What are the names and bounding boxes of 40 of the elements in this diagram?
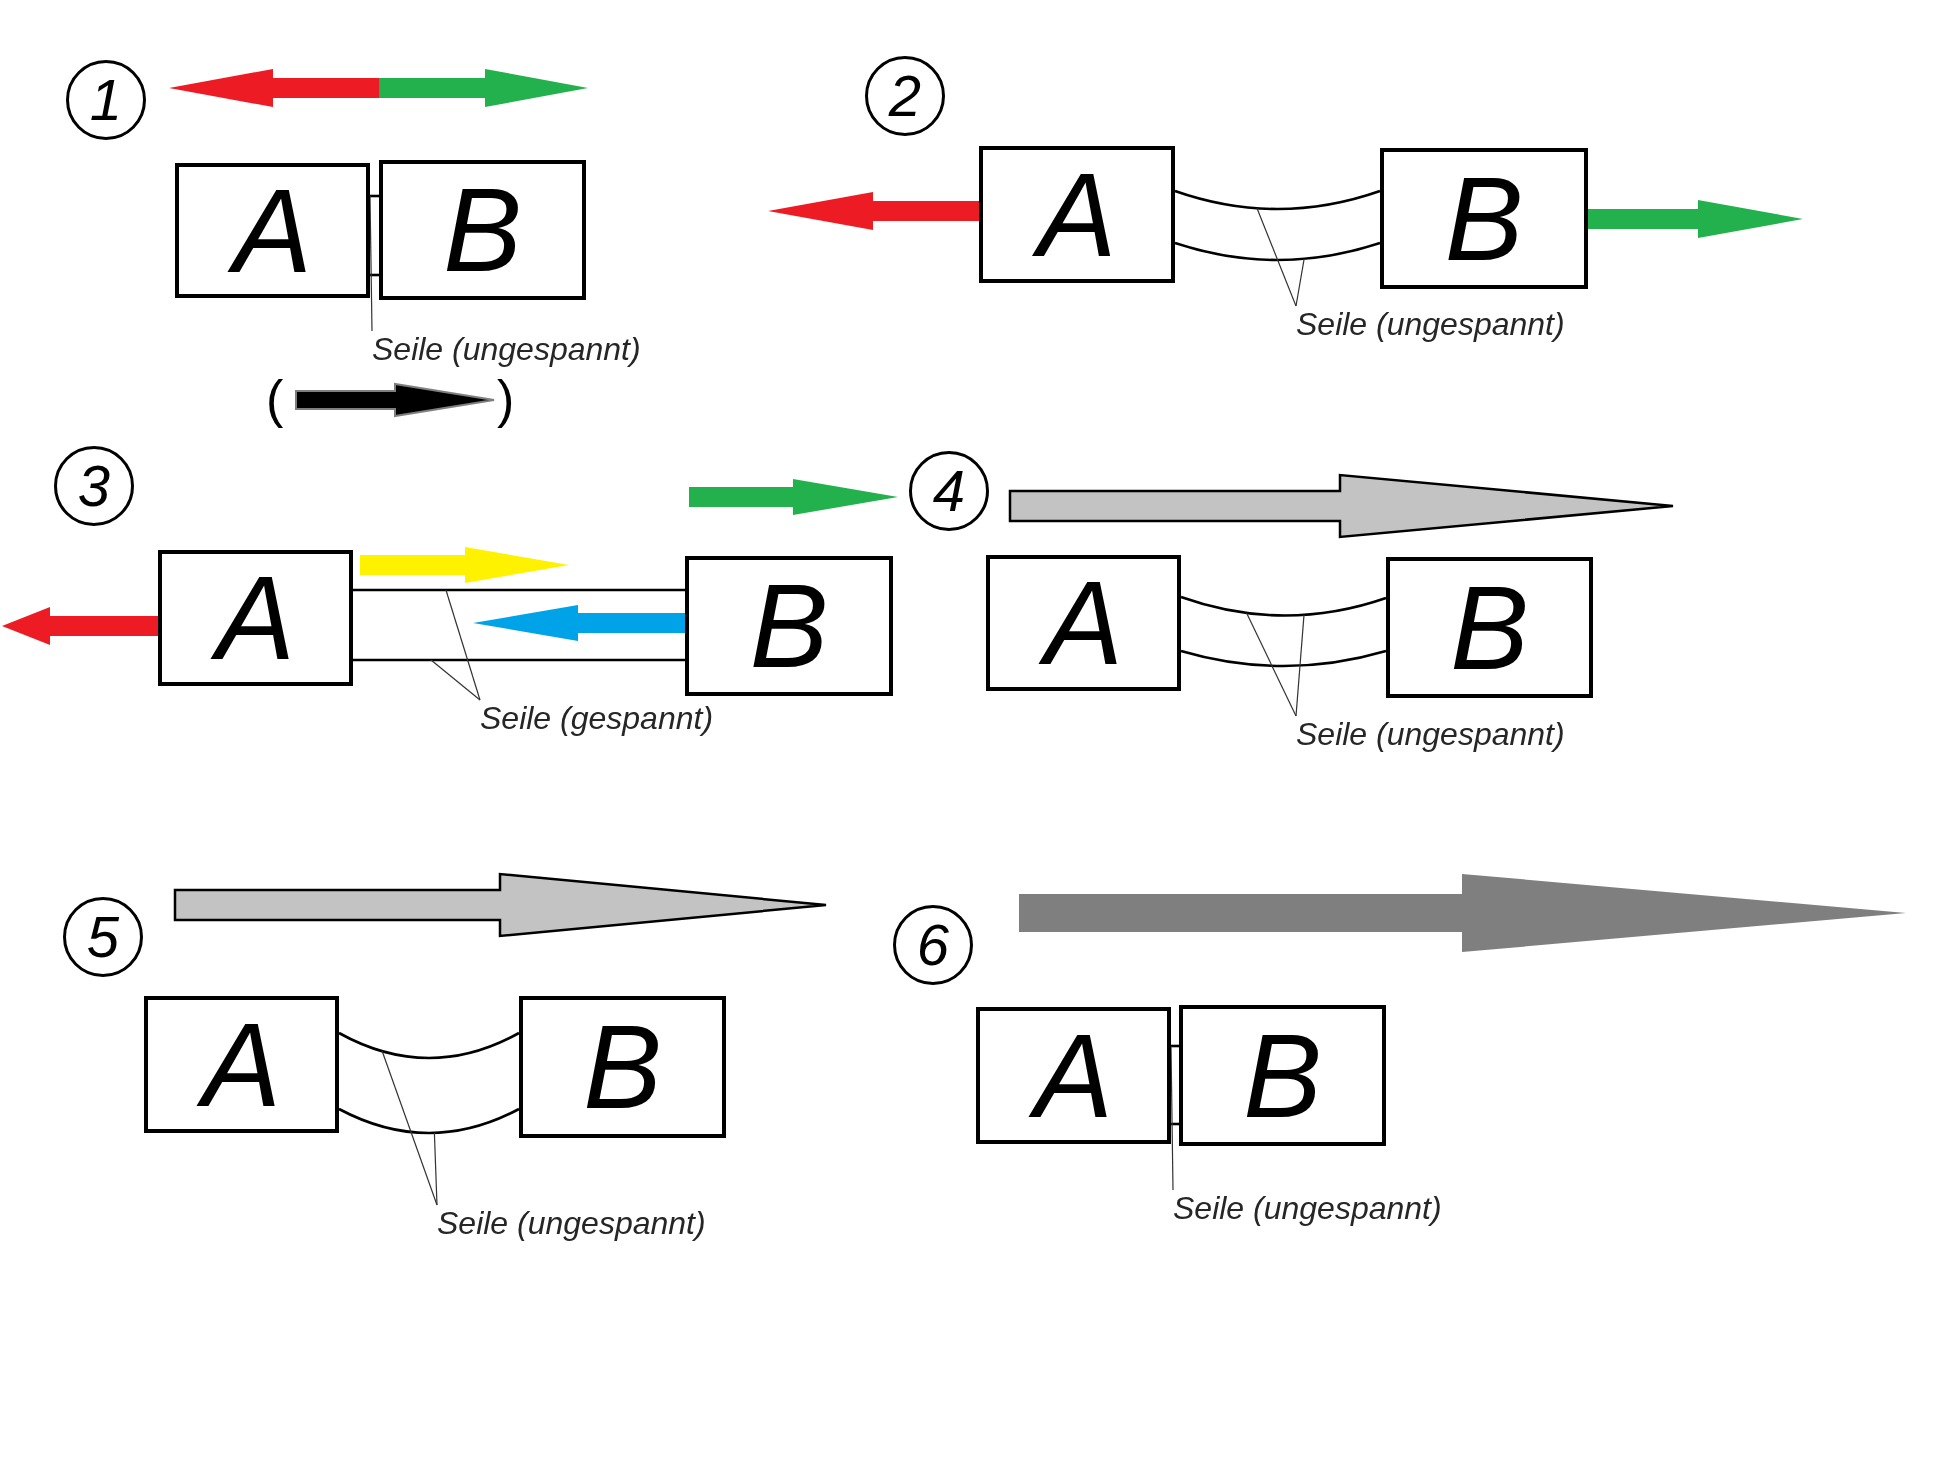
- leader-line: [445, 589, 481, 701]
- leader-line: [433, 1132, 438, 1206]
- leader-line: [381, 1050, 438, 1206]
- step-number: 1: [66, 60, 146, 140]
- step-number: 4: [909, 451, 989, 531]
- object-box: B: [379, 160, 586, 300]
- object-box: A: [986, 555, 1181, 691]
- rope: [1180, 595, 1387, 617]
- object-box: A: [158, 550, 353, 686]
- step-number: 6: [893, 905, 973, 985]
- step-number: 3: [54, 446, 134, 526]
- object-box: A: [976, 1007, 1171, 1144]
- rope-label: Seile (ungespannt): [1173, 1190, 1442, 1227]
- object-box: B: [519, 996, 726, 1138]
- rope: [338, 1031, 520, 1060]
- step-number: 5: [63, 897, 143, 977]
- object-box: B: [1179, 1005, 1386, 1146]
- object-box: A: [144, 996, 339, 1133]
- leader-line: [1246, 612, 1297, 717]
- object-box: B: [1380, 148, 1588, 289]
- leader-line: [1295, 258, 1305, 307]
- step-number: 2: [865, 56, 945, 136]
- leader-line: [430, 659, 481, 701]
- leader-line: [1295, 614, 1305, 717]
- object-box: B: [685, 556, 893, 696]
- rope: [1174, 241, 1381, 262]
- rope-label: Seile (ungespannt): [1296, 716, 1565, 753]
- object-box: B: [1386, 557, 1593, 698]
- rope-label: Seile (ungespannt): [372, 331, 641, 368]
- rope: [1180, 649, 1387, 668]
- rope: [353, 588, 685, 592]
- object-box: A: [175, 163, 370, 298]
- rope-label: Seile (ungespannt): [437, 1205, 706, 1242]
- rope: [338, 1107, 520, 1135]
- object-box: A: [979, 146, 1175, 283]
- leader-line: [1256, 207, 1297, 307]
- rope-label: Seile (gespannt): [480, 700, 714, 737]
- rope: [1174, 189, 1381, 211]
- rope-label: Seile (ungespannt): [1296, 306, 1565, 343]
- rope: [353, 658, 685, 662]
